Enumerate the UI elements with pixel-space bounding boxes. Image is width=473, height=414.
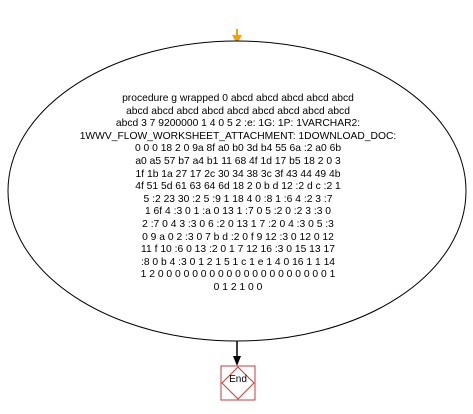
node-text-line: 1 6f 4 :3 0 1 :a 0 13 1 :7 0 5 :2 0 :2 3…: [144, 206, 332, 218]
node-text-line: 0 9 a 0 2 :3 0 7 b d :2 0 f 9 12 :3 0 12…: [142, 231, 334, 243]
node-text-line: 1f 1b 1a 27 17 2c 30 34 38 3c 3f 43 44 4…: [135, 168, 341, 180]
node-text-line: 4f 51 5d 61 63 64 6d 18 2 0 b d 12 :2 d …: [135, 181, 341, 193]
end-node: [220, 365, 256, 401]
node-text-line: 11 f 10 :6 0 13 :2 0 1 7 12 16 :3 0 15 1…: [141, 244, 335, 256]
node-text-line: a0 a5 57 b7 a4 b1 11 68 4f 1d 17 b5 18 2…: [135, 155, 341, 167]
node-text-line: 1 2 0 0 0 0 0 0 0 0 0 0 0 0 0 0 0 0 0 0 …: [140, 269, 336, 281]
node-text-line: procedure g wrapped 0 abcd abcd abcd abc…: [122, 93, 354, 104]
node-text-line: 1WWV_FLOW_WORKSHEET_ATTACHMENT: 1DOWNLOA…: [79, 130, 397, 142]
node-text-line: abcd abcd abcd abcd abcd abcd abcd abcd …: [126, 105, 350, 117]
connector-arrow: [233, 341, 241, 366]
node-text-line: 2 :7 0 4 3 :3 0 6 :2 0 13 1 7 :2 0 4 :3 …: [142, 218, 334, 230]
start-arrow: [232, 29, 242, 44]
procedure-node-text: procedure g wrapped 0 abcd abcd abcd abc…: [48, 93, 428, 295]
node-text-line: 0 0 0 18 2 0 9a 8f a0 b0 3d b4 55 6a :2 …: [134, 143, 342, 155]
node-text-line: :8 0 b 4 :3 0 1 2 1 5 1 c 1 e 1 4 0 16 1…: [140, 256, 336, 268]
node-text-line: abcd 3 7 9200000 1 4 0 5 2 :e: 1G: 1P: 1…: [115, 118, 361, 130]
node-text-line: 5 :2 23 30 :2 5 :9 1 18 4 0 :8 1 :6 4 :2…: [143, 193, 333, 205]
node-text-line: 0 1 2 1 0 0: [213, 281, 263, 293]
end-label: End: [229, 374, 247, 385]
